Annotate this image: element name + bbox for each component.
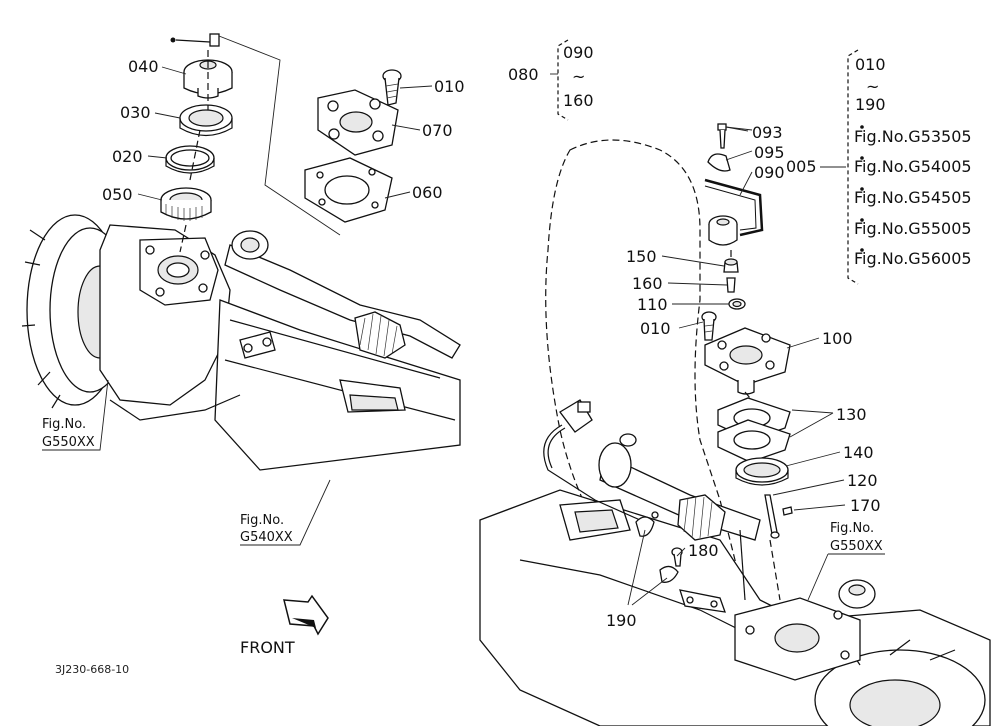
callout-140: 140 <box>843 443 874 462</box>
right-axle-housing <box>479 139 991 726</box>
fig-label-left-top: Fig.No. <box>42 417 86 432</box>
callout-090: 090 <box>754 163 785 182</box>
fig-label-right-top: Fig.No. <box>830 521 874 536</box>
callout-100: 100 <box>822 329 853 348</box>
callout-010-range: 010 <box>855 55 886 74</box>
front-arrow-icon <box>283 594 329 636</box>
fig-ref-g54005: Fig.No.G54005 <box>854 157 972 176</box>
left-exploded-stack <box>160 33 341 253</box>
callout-160: 160 <box>632 274 663 293</box>
callout-030: 030 <box>120 103 151 122</box>
tilde-080: ~ <box>572 67 585 86</box>
callout-005: 005 <box>786 157 817 176</box>
fig-label-right-bottom: G550XX <box>830 539 883 554</box>
callout-010-left: 010 <box>434 77 465 96</box>
brackets <box>557 39 864 285</box>
fig-ref-g55005: Fig.No.G55005 <box>854 219 972 238</box>
callout-060: 060 <box>412 183 443 202</box>
callout-050: 050 <box>102 185 133 204</box>
callout-180: 180 <box>688 541 719 560</box>
callout-190-range: 190 <box>855 95 886 114</box>
fig-label-mid-bottom: G540XX <box>240 530 293 545</box>
callout-160-range: 160 <box>563 91 594 110</box>
callout-labels: 040 030 020 050 010 070 060 080 090 ~ 16… <box>42 43 972 676</box>
callout-070: 070 <box>422 121 453 140</box>
left-plate-group <box>304 69 402 223</box>
fig-ref-g53505: Fig.No.G53505 <box>854 127 972 146</box>
callout-080: 080 <box>508 65 539 84</box>
callout-010-right: 010 <box>640 319 671 338</box>
callout-040: 040 <box>128 57 159 76</box>
fig-ref-g56005: Fig.No.G56005 <box>854 249 972 268</box>
fig-ref-g54505: Fig.No.G54505 <box>854 188 972 207</box>
callout-170: 170 <box>850 496 881 515</box>
drawing-code: 3J230-668-10 <box>55 663 129 676</box>
front-label: FRONT <box>240 638 295 657</box>
callout-110: 110 <box>637 295 668 314</box>
callout-130: 130 <box>836 405 867 424</box>
fig-label-mid-top: Fig.No. <box>240 513 284 528</box>
callout-020: 020 <box>112 147 143 166</box>
fig-label-left-bottom: G550XX <box>42 435 95 450</box>
right-exploded-stack <box>701 123 793 601</box>
callout-090-range: 090 <box>563 43 594 62</box>
callout-190: 190 <box>606 611 637 630</box>
callout-120: 120 <box>847 471 878 490</box>
callout-093: 093 <box>752 123 783 142</box>
left-axle-housing <box>21 214 461 471</box>
leader-lines <box>42 66 885 606</box>
tilde-005: ~ <box>866 77 879 96</box>
callout-150: 150 <box>626 247 657 266</box>
callout-095: 095 <box>754 143 785 162</box>
